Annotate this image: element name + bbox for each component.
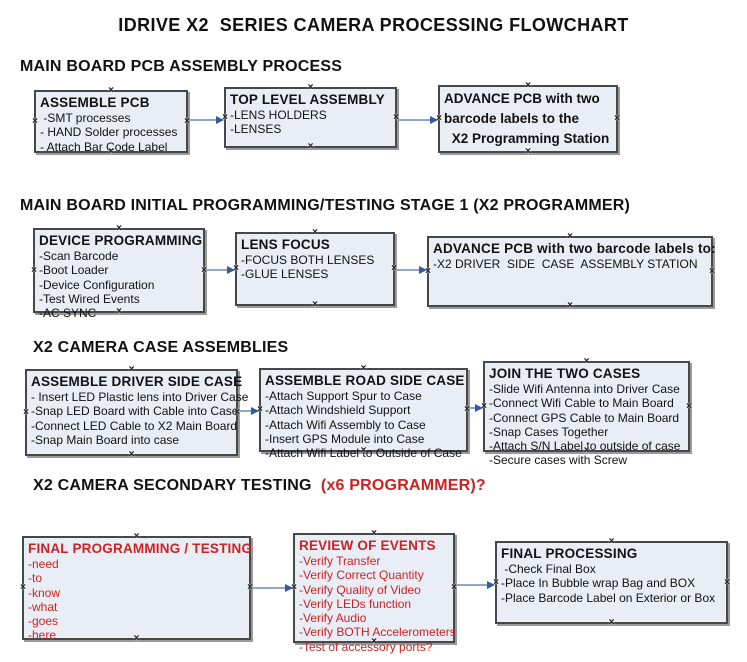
box-item: -Boot Loader	[39, 263, 109, 278]
box-item: -LENSES	[230, 122, 282, 137]
arrowhead-icon	[419, 266, 427, 274]
flow-box-final-processing: FINAL PROCESSING -Check Final Box -Place…	[493, 536, 730, 628]
box-item: -Place Barcode Label on Exterior or Box	[501, 590, 716, 605]
box-item: -FOCUS BOTH LENSES	[241, 253, 375, 267]
box-item: -what	[28, 599, 58, 614]
arrowhead-icon	[475, 404, 483, 412]
box-title: REVIEW OF EVENTS	[299, 538, 436, 553]
box-item: -Connect GPS Cable to Main Board	[489, 410, 680, 425]
box-title: LENS FOCUS	[241, 237, 331, 252]
box-item: -X2 DRIVER SIDE CASE ASSEMBLY STATION	[433, 257, 698, 271]
section-heading-secondary-testing: X2 CAMERA SECONDARY TESTING (x6 PROGRAMM…	[33, 477, 486, 495]
section-heading-text: X2 CAMERA SECONDARY TESTING	[33, 477, 312, 494]
box-item: -Device Configuration	[39, 277, 155, 292]
arrowhead-icon	[285, 584, 293, 592]
flow-arrow	[239, 407, 259, 415]
arrowhead-icon	[251, 407, 259, 415]
box-item: - Insert LED Plastic lens into Driver Ca…	[31, 390, 249, 404]
flow-box-assemble-driver-side-case: ASSEMBLE DRIVER SIDE CASE - Insert LED P…	[23, 364, 249, 460]
box-item: -SMT processes	[40, 111, 131, 125]
flow-box-lens-focus: LENS FOCUS -FOCUS BOTH LENSES -GLUE LENS…	[233, 227, 397, 310]
page-title: IDRIVE X2 SERIES CAMERA PROCESSING FLOWC…	[118, 15, 629, 35]
box-title: ASSEMBLE ROAD SIDE CASE	[265, 373, 465, 388]
box-item: -Verify Correct Quantity	[299, 568, 424, 583]
box-item: -AC SYNC	[39, 306, 97, 321]
flow-arrow	[398, 116, 438, 124]
box-title: ASSEMBLE PCB	[40, 95, 150, 110]
box-title: FINAL PROGRAMMING / TESTING	[28, 541, 253, 556]
arrowhead-icon	[487, 581, 495, 589]
box-title: TOP LEVEL ASSEMBLY	[230, 92, 385, 107]
box-item: -Verify Quality of Video	[299, 582, 421, 597]
box-item: -Snap Cases Together	[489, 424, 609, 439]
box-item: -goes	[28, 614, 59, 629]
box-item: -Connect Wifi Cable to Main Board	[489, 396, 674, 411]
box-title-line: X2 Programming Station	[448, 131, 610, 146]
section-heading-suffix: (x6 PROGRAMMER)?	[311, 477, 486, 494]
arrowhead-icon	[430, 116, 438, 124]
section-heading-case-assemblies: X2 CAMERA CASE ASSEMBLIES	[33, 339, 289, 356]
box-item: -GLUE LENSES	[241, 267, 329, 282]
box-item: -Snap LED Board with Cable into Case	[31, 404, 239, 419]
arrowhead-icon	[227, 266, 235, 274]
box-item: -Slide Wifi Antenna into Driver Case	[489, 382, 680, 396]
box-item: -Verify LEDs function	[299, 596, 412, 611]
flow-arrow	[189, 116, 224, 124]
flow-box-join-the-two-cases: JOIN THE TWO CASES -Slide Wifi Antenna i…	[481, 356, 692, 468]
box-item: -Place In Bubble wrap Bag and BOX	[501, 576, 696, 591]
flow-box-review-of-events: REVIEW OF EVENTS -Verify Transfer -Verif…	[291, 528, 457, 654]
flow-arrow	[456, 581, 495, 589]
box-title-line: barcode labels to the	[444, 111, 580, 126]
box-title: FINAL PROCESSING	[501, 546, 638, 561]
box-item: -Attach Wifi Label to Outside of Case	[265, 446, 462, 461]
flow-box-advance-pcb-programming-station: ADVANCE PCB with two barcode labels to t…	[436, 80, 620, 157]
box-item: - Attach Bar Code Label	[40, 139, 168, 154]
box-title: DEVICE PROGRAMMING	[39, 233, 203, 248]
flow-arrow	[396, 266, 427, 274]
flow-box-advance-pcb-driver-side: ADVANCE PCB with two barcode labels to: …	[425, 231, 716, 311]
box-item: -Verify BOTH Accelerometers	[299, 625, 456, 640]
flow-arrow	[252, 584, 293, 592]
box-item: - HAND Solder processes	[40, 125, 178, 140]
flow-arrow	[206, 266, 235, 274]
box-item: -Scan Barcode	[39, 249, 119, 263]
section-heading-initial-programming: MAIN BOARD INITIAL PROGRAMMING/TESTING S…	[20, 197, 631, 214]
box-item: -Verify Audio	[299, 611, 367, 626]
box-item: -Attach Windshield Support	[265, 403, 411, 418]
box-title-line: ADVANCE PCB with two	[444, 91, 600, 106]
box-item: -LENS HOLDERS	[230, 108, 327, 122]
box-title: ASSEMBLE DRIVER SIDE CASE	[31, 374, 243, 389]
box-title: ADVANCE PCB with two barcode labels to:	[433, 241, 716, 256]
box-item: -Insert GPS Module into Case	[265, 431, 425, 446]
box-item: -to	[28, 571, 43, 586]
flow-arrow	[469, 404, 483, 412]
flow-box-device-programming: DEVICE PROGRAMMING -Scan Barcode -Boot L…	[31, 223, 207, 321]
box-item: -Snap Main Board into case	[31, 432, 180, 447]
box-title: JOIN THE TWO CASES	[489, 366, 641, 381]
arrowhead-icon	[216, 116, 224, 124]
box-item-overflow: -Test of accessory ports?	[299, 639, 433, 654]
box-item: -Connect LED Cable to X2 Main Board	[31, 418, 238, 433]
box-item: -Secure cases with Screw	[489, 453, 628, 468]
flow-box-final-programming-testing: FINAL PROGRAMMING / TESTING -need -to -k…	[20, 531, 253, 644]
box-item: -Test Wired Events	[39, 291, 140, 306]
box-item: -need	[28, 557, 59, 571]
box-item: -Attach Support Spur to Case	[265, 389, 422, 403]
flow-box-assemble-pcb: ASSEMBLE PCB -SMT processes - HAND Solde…	[32, 85, 190, 157]
box-item: -Attach S/N Label to outside of case	[489, 439, 681, 454]
box-item: -Check Final Box	[501, 562, 596, 576]
flow-box-top-level-assembly: TOP LEVEL ASSEMBLY -LENS HOLDERS -LENSES…	[222, 82, 399, 152]
box-item: -Verify Transfer	[299, 554, 381, 568]
box-item: -know	[28, 585, 61, 600]
box-item: -Attach Wifi Assembly to Case	[265, 417, 426, 432]
box-item: -here	[28, 628, 57, 643]
flow-box-assemble-road-side-case: ASSEMBLE ROAD SIDE CASE -Attach Support …	[257, 363, 470, 461]
section-heading-pcb-assembly: MAIN BOARD PCB ASSEMBLY PROCESS	[20, 58, 343, 75]
